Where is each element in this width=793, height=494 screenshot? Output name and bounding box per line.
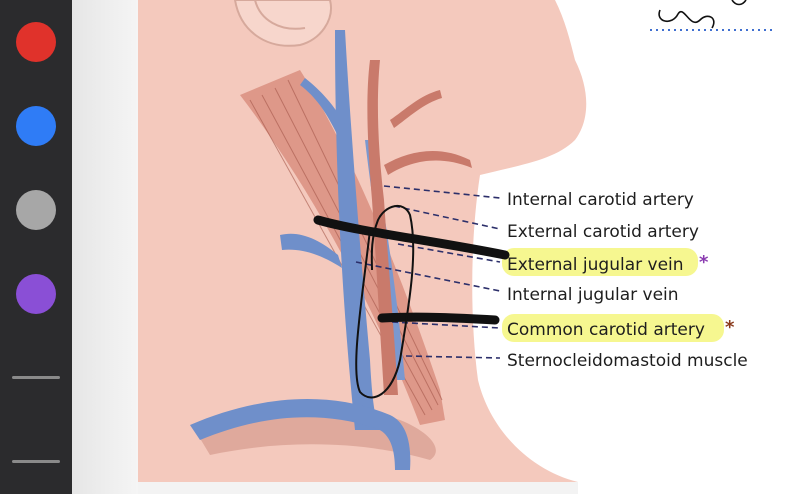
- color-swatch-red[interactable]: [16, 22, 56, 62]
- ink-squiggle-top: [658, 0, 747, 29]
- label-common-carotid-artery: Common carotid artery: [507, 320, 705, 340]
- asterisk-external-jugular: *: [699, 252, 709, 273]
- ink-stroke-lower: [377, 312, 500, 325]
- label-sternocleidomastoid-muscle: Sternocleidomastoid muscle: [507, 351, 748, 371]
- label-internal-carotid-artery: Internal carotid artery: [507, 190, 694, 210]
- asterisk-common-carotid: *: [725, 317, 735, 338]
- vein-branch-upper: [300, 78, 348, 140]
- color-swatch-gray[interactable]: [16, 190, 56, 230]
- ink-stroke-upper: [313, 215, 510, 260]
- stroke-thick-tool[interactable]: [12, 460, 60, 463]
- color-toolbar: [0, 0, 72, 494]
- ink-loop: [355, 205, 415, 399]
- external-carotid-artery-branches: [384, 90, 472, 175]
- color-swatch-blue[interactable]: [16, 106, 56, 146]
- note-area: [578, 0, 793, 494]
- ear-fold: [254, 0, 306, 30]
- canvas-edge: [72, 0, 138, 494]
- subclavian-vein: [190, 398, 411, 470]
- label-external-jugular-vein: External jugular vein: [507, 255, 684, 275]
- vein-branch-left: [280, 233, 342, 268]
- label-internal-jugular-vein: Internal jugular vein: [507, 285, 679, 305]
- highlight-common-carotid: [502, 314, 724, 342]
- label-external-carotid-artery: External carotid artery: [507, 222, 699, 242]
- highlight-external-jugular: [502, 248, 698, 276]
- internal-carotid-artery: [367, 60, 384, 200]
- common-carotid-artery: [372, 200, 398, 395]
- leader-lines: [355, 185, 501, 359]
- color-swatch-purple[interactable]: [16, 274, 56, 314]
- stroke-thin-tool[interactable]: [12, 376, 60, 379]
